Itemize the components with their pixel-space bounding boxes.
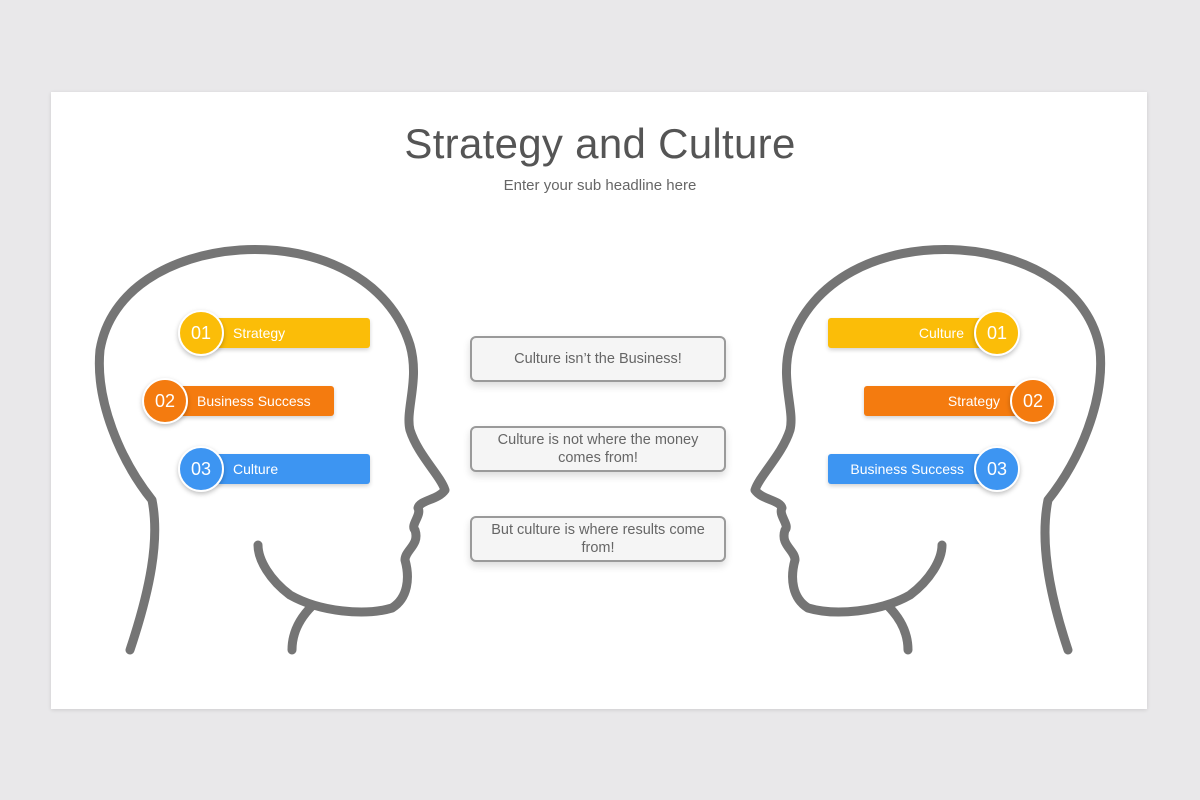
left-head-outline xyxy=(94,245,450,655)
right-item-1-label: Culture xyxy=(918,325,964,341)
message-box-3: But culture is where results come from! xyxy=(470,516,726,562)
left-item-1-label: Strategy xyxy=(233,325,286,341)
slide-subtitle: Enter your sub headline here xyxy=(503,177,697,194)
left-item-2-label: Business Success xyxy=(197,393,311,409)
slide-title: Strategy and Culture xyxy=(404,120,796,167)
right-item-1-bar: Culture xyxy=(828,318,998,348)
right-item-3-bar: Business Success xyxy=(828,454,998,484)
left-item-3-label: Culture xyxy=(233,461,279,477)
right-item-2-bar: Strategy xyxy=(864,386,1034,416)
left-neck-outline xyxy=(287,601,317,655)
right-item-1-badge: 01 xyxy=(974,310,1020,356)
left-item-2-bar: Business Success xyxy=(164,386,334,416)
right-head-outline xyxy=(750,245,1106,655)
left-item-2-badge: 02 xyxy=(142,378,188,424)
right-item-3-label: Business Success xyxy=(850,461,964,477)
left-item-3-bar: Culture xyxy=(200,454,370,484)
message-box-2: Culture is not where the money comes fro… xyxy=(470,426,726,472)
left-item-3-badge: 03 xyxy=(178,446,224,492)
left-item-1-badge: 01 xyxy=(178,310,224,356)
message-box-1: Culture isn’t the Business! xyxy=(470,336,726,382)
left-item-1-bar: Strategy xyxy=(200,318,370,348)
right-item-2-label: Strategy xyxy=(947,393,1000,409)
right-item-3-badge: 03 xyxy=(974,446,1020,492)
right-neck-outline xyxy=(883,601,913,655)
right-item-2-badge: 02 xyxy=(1010,378,1056,424)
